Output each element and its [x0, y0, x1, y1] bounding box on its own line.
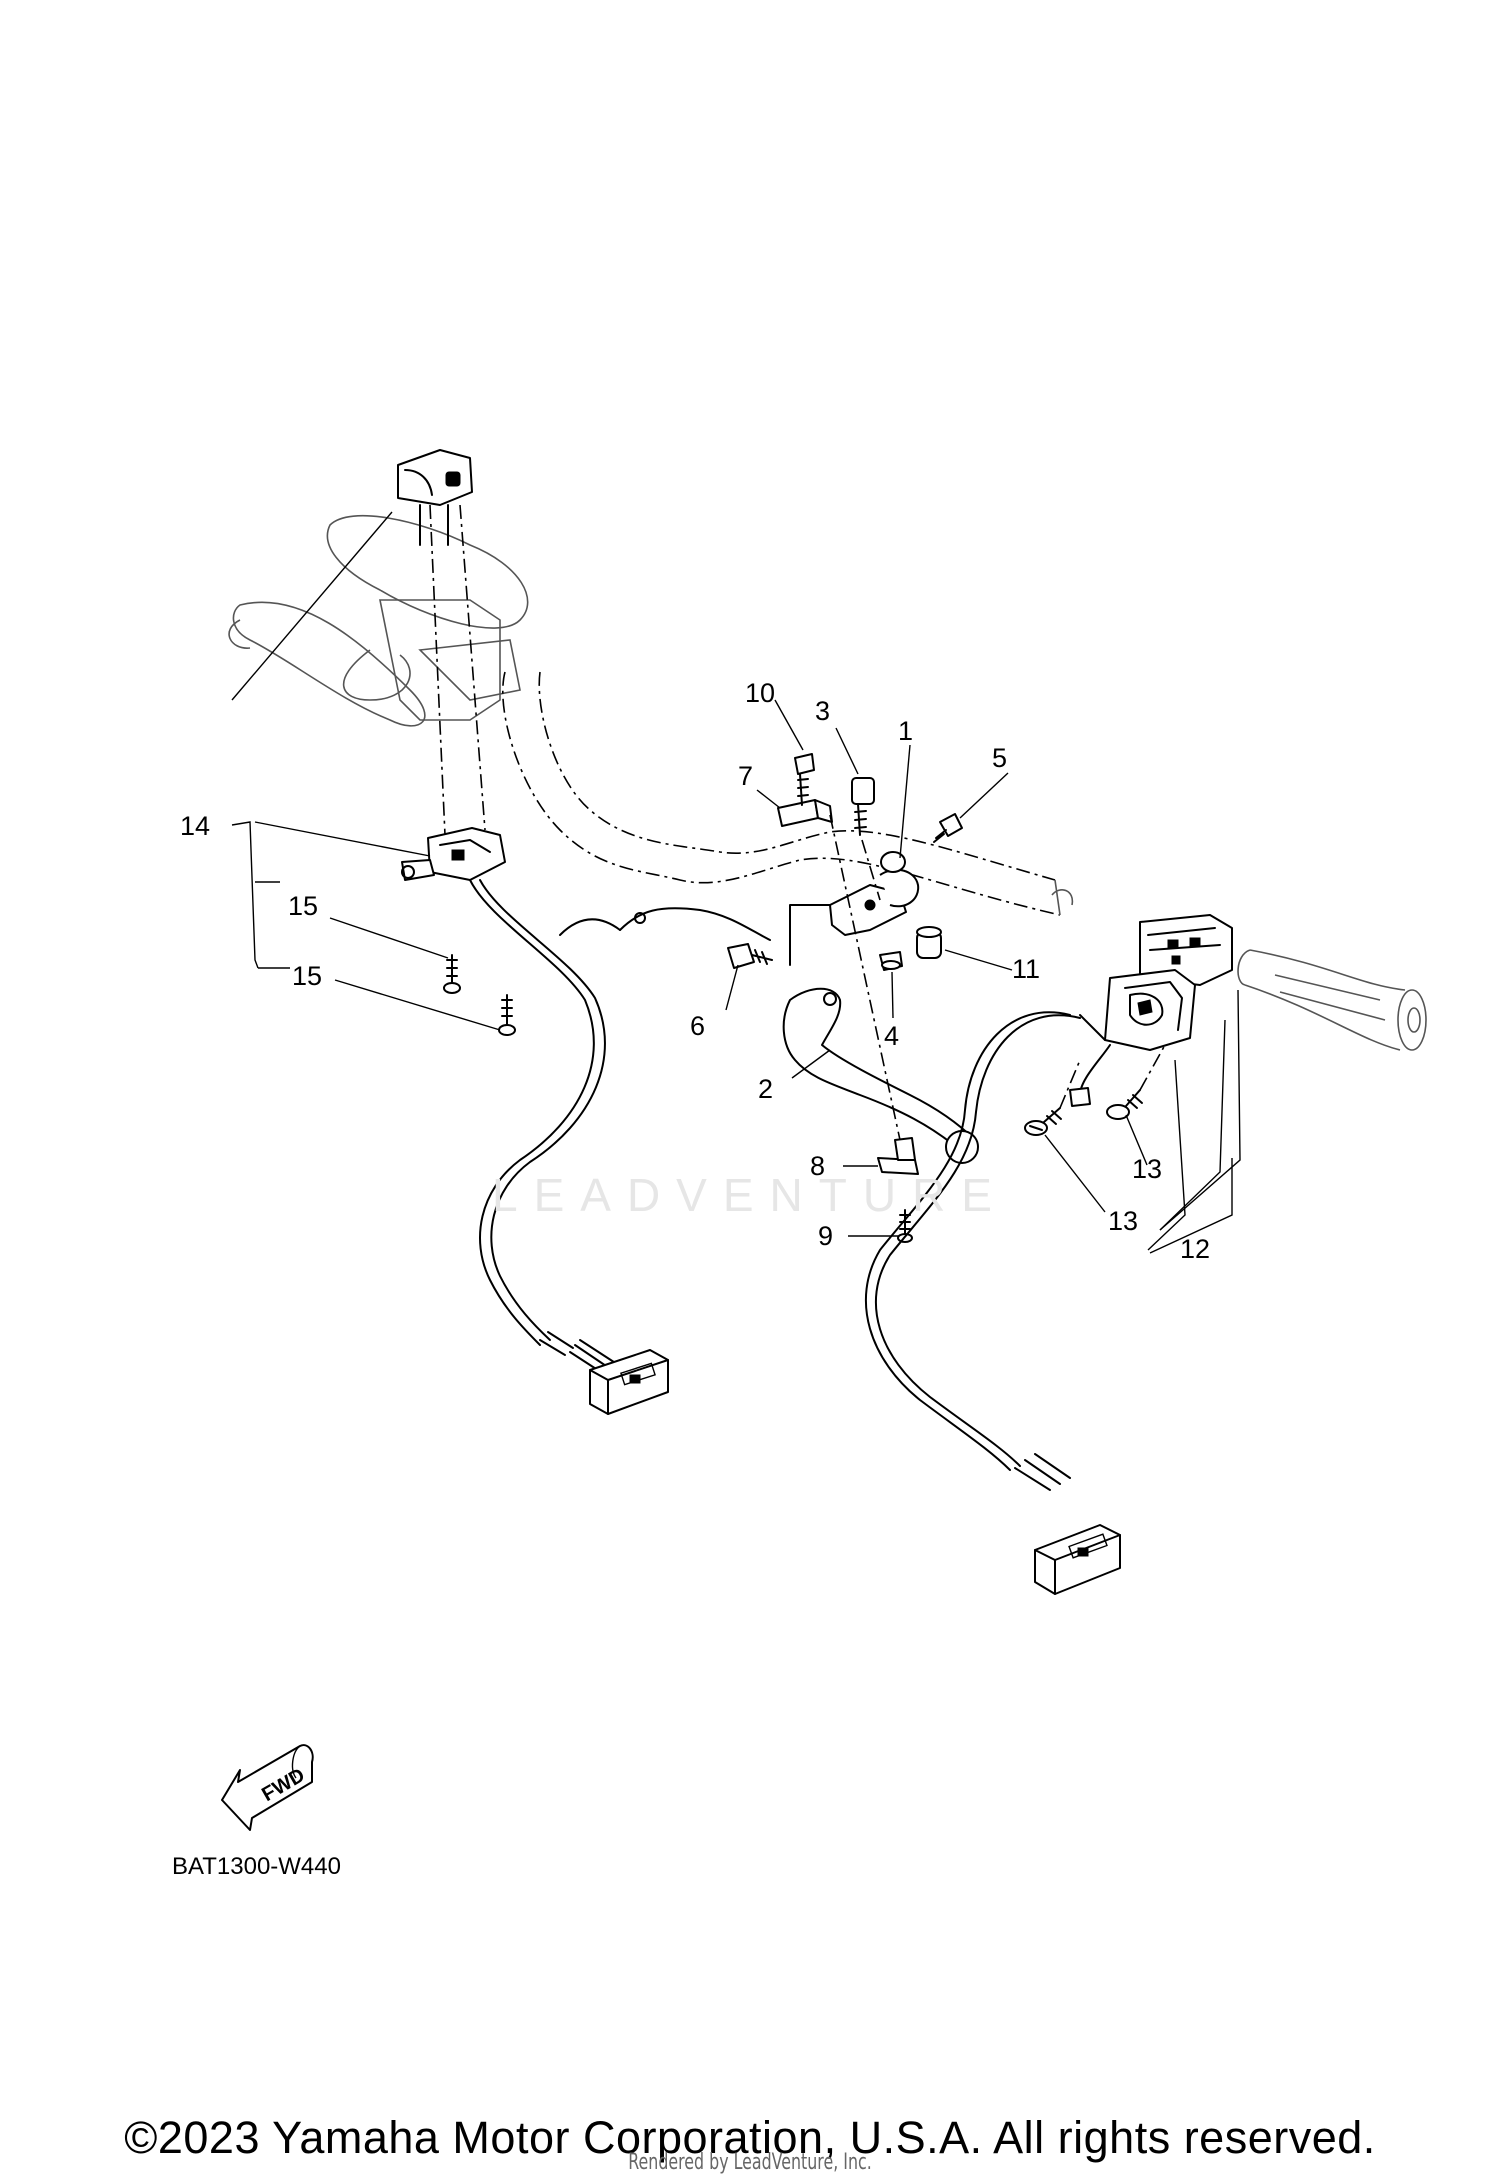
- part-2-lever: [782, 987, 979, 1164]
- part-4-nut: [879, 951, 903, 971]
- ghost-left-controls: [228, 514, 529, 727]
- clutch-cable: [559, 907, 771, 941]
- assembly-axis-lines: [829, 814, 901, 1141]
- right-screws-13: [1024, 1044, 1166, 1136]
- watermark: LEADVENTURE: [492, 1169, 1008, 1221]
- part-6-bolt: [727, 943, 773, 969]
- left-switch-connection-lines: [429, 504, 486, 836]
- copyright-notice: ©2023 Yamaha Motor Corporation, U.S.A. A…: [124, 2112, 1376, 2163]
- callout-13b: 13: [1108, 1206, 1138, 1236]
- right-connector: [1034, 1524, 1121, 1595]
- callout-14: 14: [180, 811, 210, 841]
- callout-5: 5: [992, 743, 1007, 773]
- callout-3: 3: [815, 696, 830, 726]
- callout-labels: 1 2 3 4 5 6 7 8 9 10 11 12 13 13 14 15 1…: [180, 678, 1210, 1264]
- callout-7: 7: [738, 761, 753, 791]
- callout-8: 8: [810, 1151, 825, 1181]
- right-switch-lower: [1104, 969, 1196, 1051]
- callout-2: 2: [758, 1074, 773, 1104]
- callout-9: 9: [818, 1221, 833, 1251]
- callout-10: 10: [745, 678, 775, 708]
- part-8-switch: [877, 1137, 919, 1175]
- callout-11: 11: [1012, 954, 1040, 984]
- callout-12: 12: [1180, 1234, 1210, 1264]
- part-3-bolt: [851, 777, 875, 836]
- left-switch-top-housing: [397, 449, 473, 546]
- left-switch-lower-housing: [401, 827, 506, 881]
- part-7-holder: [777, 799, 833, 827]
- left-switch-wire-harness: [469, 879, 621, 1379]
- callout-15a: 15: [288, 891, 318, 921]
- fwd-arrow-icon: FWD: [221, 1744, 314, 1831]
- callout-15b: 15: [292, 961, 322, 991]
- throttle-grip: [1237, 949, 1427, 1051]
- leader-lines: [231, 511, 1241, 1254]
- right-small-switch: [1069, 1087, 1091, 1107]
- part-5-bolt: [933, 813, 963, 843]
- left-connector: [589, 1349, 669, 1415]
- callout-4: 4: [884, 1021, 899, 1051]
- part-10-bolt: [794, 753, 815, 806]
- right-switch-wire-harness: [865, 1011, 1111, 1491]
- callout-1: 1: [898, 716, 913, 746]
- right-switch-upper: [1139, 914, 1233, 986]
- rendered-by-credit: Rendered by LeadVenture, Inc.: [628, 2150, 872, 2175]
- part-11-bushing: [916, 926, 942, 959]
- callout-6: 6: [690, 1011, 705, 1041]
- part-1-bracket: [789, 851, 920, 966]
- left-screws-15: [443, 954, 516, 1036]
- callout-13a: 13: [1132, 1154, 1162, 1184]
- figure-code: BAT1300-W440: [172, 1853, 341, 1880]
